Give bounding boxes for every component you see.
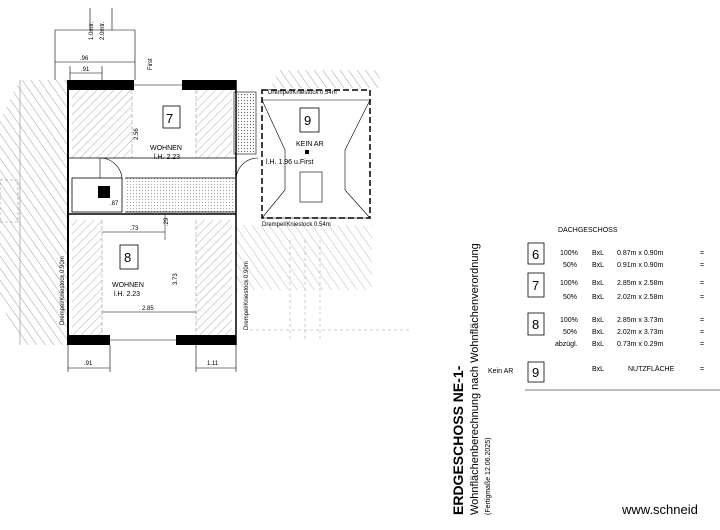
kein-ar-bxl: BxL xyxy=(592,366,604,373)
room-8-height: l.H. 2.23 xyxy=(114,291,140,298)
row-8-1-pct: 100% xyxy=(560,317,578,324)
room-8-dim-029: .29 xyxy=(164,217,170,226)
row-6-2-bxl: BxL xyxy=(592,262,604,269)
row-7-1-pct: 100% xyxy=(560,280,578,287)
sheet-note: (Fertigmaße 12.06.2025) xyxy=(485,438,492,515)
room-7-height: l.H. 2.23 xyxy=(154,154,180,161)
sheet-title: ERDGESCHOSS NE-1- xyxy=(450,365,466,515)
dim-bottom-left: .91 xyxy=(84,361,93,367)
footer-url: www.schneid xyxy=(621,502,698,517)
row-8-1-bxl: BxL xyxy=(592,317,604,324)
row-8-3-pct: abzügl. xyxy=(555,341,578,348)
room-9: 9 KEIN AR l.H. 1.96 u.First Drempel/Knie… xyxy=(261,89,371,228)
table-room-8: 8 xyxy=(532,317,539,332)
room-7-number: 7 xyxy=(166,111,173,126)
row-6-1-bxl: BxL xyxy=(592,250,604,257)
room-8-dim-285: 2.85 xyxy=(142,306,154,312)
room-7-name: WOHNEN xyxy=(150,145,182,152)
row-7-1-dims: 2.85m x 2.58m xyxy=(617,280,663,287)
row-7-2-bxl: BxL xyxy=(592,294,604,301)
row-8-3-eq: = xyxy=(700,341,704,348)
room-8-dim-073: .73 xyxy=(130,226,139,232)
row-6-1-pct: 100% xyxy=(560,250,578,257)
row-8-2-bxl: BxL xyxy=(592,329,604,336)
room-8-dim-373: 3.73 xyxy=(173,273,179,285)
kein-ar-eq: = xyxy=(700,366,704,373)
table-room-9: 9 xyxy=(532,365,539,380)
row-6-1-eq: = xyxy=(700,250,704,257)
row-8-1-eq: = xyxy=(700,317,704,324)
dim-096: .96 xyxy=(80,56,89,62)
row-6-1-dims: 0.87m x 0.90m xyxy=(617,250,663,257)
drempel-right: Drempel/Kniestock 0.90m xyxy=(244,261,250,330)
row-7-2-dims: 2.02m x 2.58m xyxy=(617,294,663,301)
dim-091: .91 xyxy=(81,67,90,73)
row-8-2-dims: 2.02m x 3.73m xyxy=(617,329,663,336)
row-7-1-bxl: BxL xyxy=(592,280,604,287)
outer-walls xyxy=(67,80,237,345)
roof-hatch-top xyxy=(236,70,380,290)
room-7-dim: 2.56 xyxy=(134,128,140,140)
door-swings xyxy=(99,157,259,181)
dim-2mtr: 2.0mtr. xyxy=(100,21,106,40)
drempel-top: Drempel/Kniestock 0.54m xyxy=(268,90,337,96)
row-8-3-dims: 0.73m x 0.29m xyxy=(617,341,663,348)
first-label: First xyxy=(148,58,154,70)
room-8: 8 WOHNEN l.H. 2.23 .73 .29 3.73 2.85 Dre… xyxy=(60,213,250,335)
row-8-1-dims: 2.85m x 3.73m xyxy=(617,317,663,324)
row-8-2-pct: 50% xyxy=(563,329,577,336)
dim-1mtr: 1.0mtr. xyxy=(89,21,95,40)
row-7-2-eq: = xyxy=(700,294,704,301)
room-8-number: 8 xyxy=(124,250,131,265)
table-room-7: 7 xyxy=(532,278,539,293)
room-8-name: WOHNEN xyxy=(112,282,144,289)
kein-ar-label: Kein AR xyxy=(488,368,513,375)
kein-ar-nutz: NUTZFLÄCHE xyxy=(628,365,675,373)
room-9-name: KEIN AR xyxy=(296,141,324,148)
room-9-height: l.H. 1.96 u.First xyxy=(266,159,314,166)
row-8-2-eq: = xyxy=(700,329,704,336)
area-table: DACHGESCHOSS 6 100% BxL 0.87m x 0.90m = … xyxy=(488,227,720,391)
table-room-6: 6 xyxy=(532,247,539,262)
dim-087: .87 xyxy=(110,201,119,207)
stair: .87 xyxy=(71,177,235,213)
room-9-number: 9 xyxy=(304,113,311,128)
row-6-2-pct: 50% xyxy=(563,262,577,269)
drempel-bottom: Drempel/Kniestock 0.54m xyxy=(262,222,331,228)
row-7-2-pct: 50% xyxy=(563,294,577,301)
row-7-1-eq: = xyxy=(700,280,704,287)
bottom-dimensions xyxy=(67,345,237,372)
table-heading: DACHGESCHOSS xyxy=(558,227,618,234)
room-7: 7 WOHNEN l.H. 2.23 2.56 xyxy=(68,90,257,161)
row-6-2-eq: = xyxy=(700,262,704,269)
roof-hatch-left xyxy=(0,80,68,345)
dim-bottom-right: 1.11 xyxy=(207,361,219,367)
dashed-guides xyxy=(250,240,410,340)
drempel-left: Drempel/Kniestock 0.90m xyxy=(60,256,66,325)
row-8-3-bxl: BxL xyxy=(592,341,604,348)
top-dimensions xyxy=(54,8,136,80)
sheet-subtitle: Wohnflächenberechnung nach Wohnflächenve… xyxy=(469,243,481,515)
row-6-2-dims: 0.91m x 0.90m xyxy=(617,262,663,269)
